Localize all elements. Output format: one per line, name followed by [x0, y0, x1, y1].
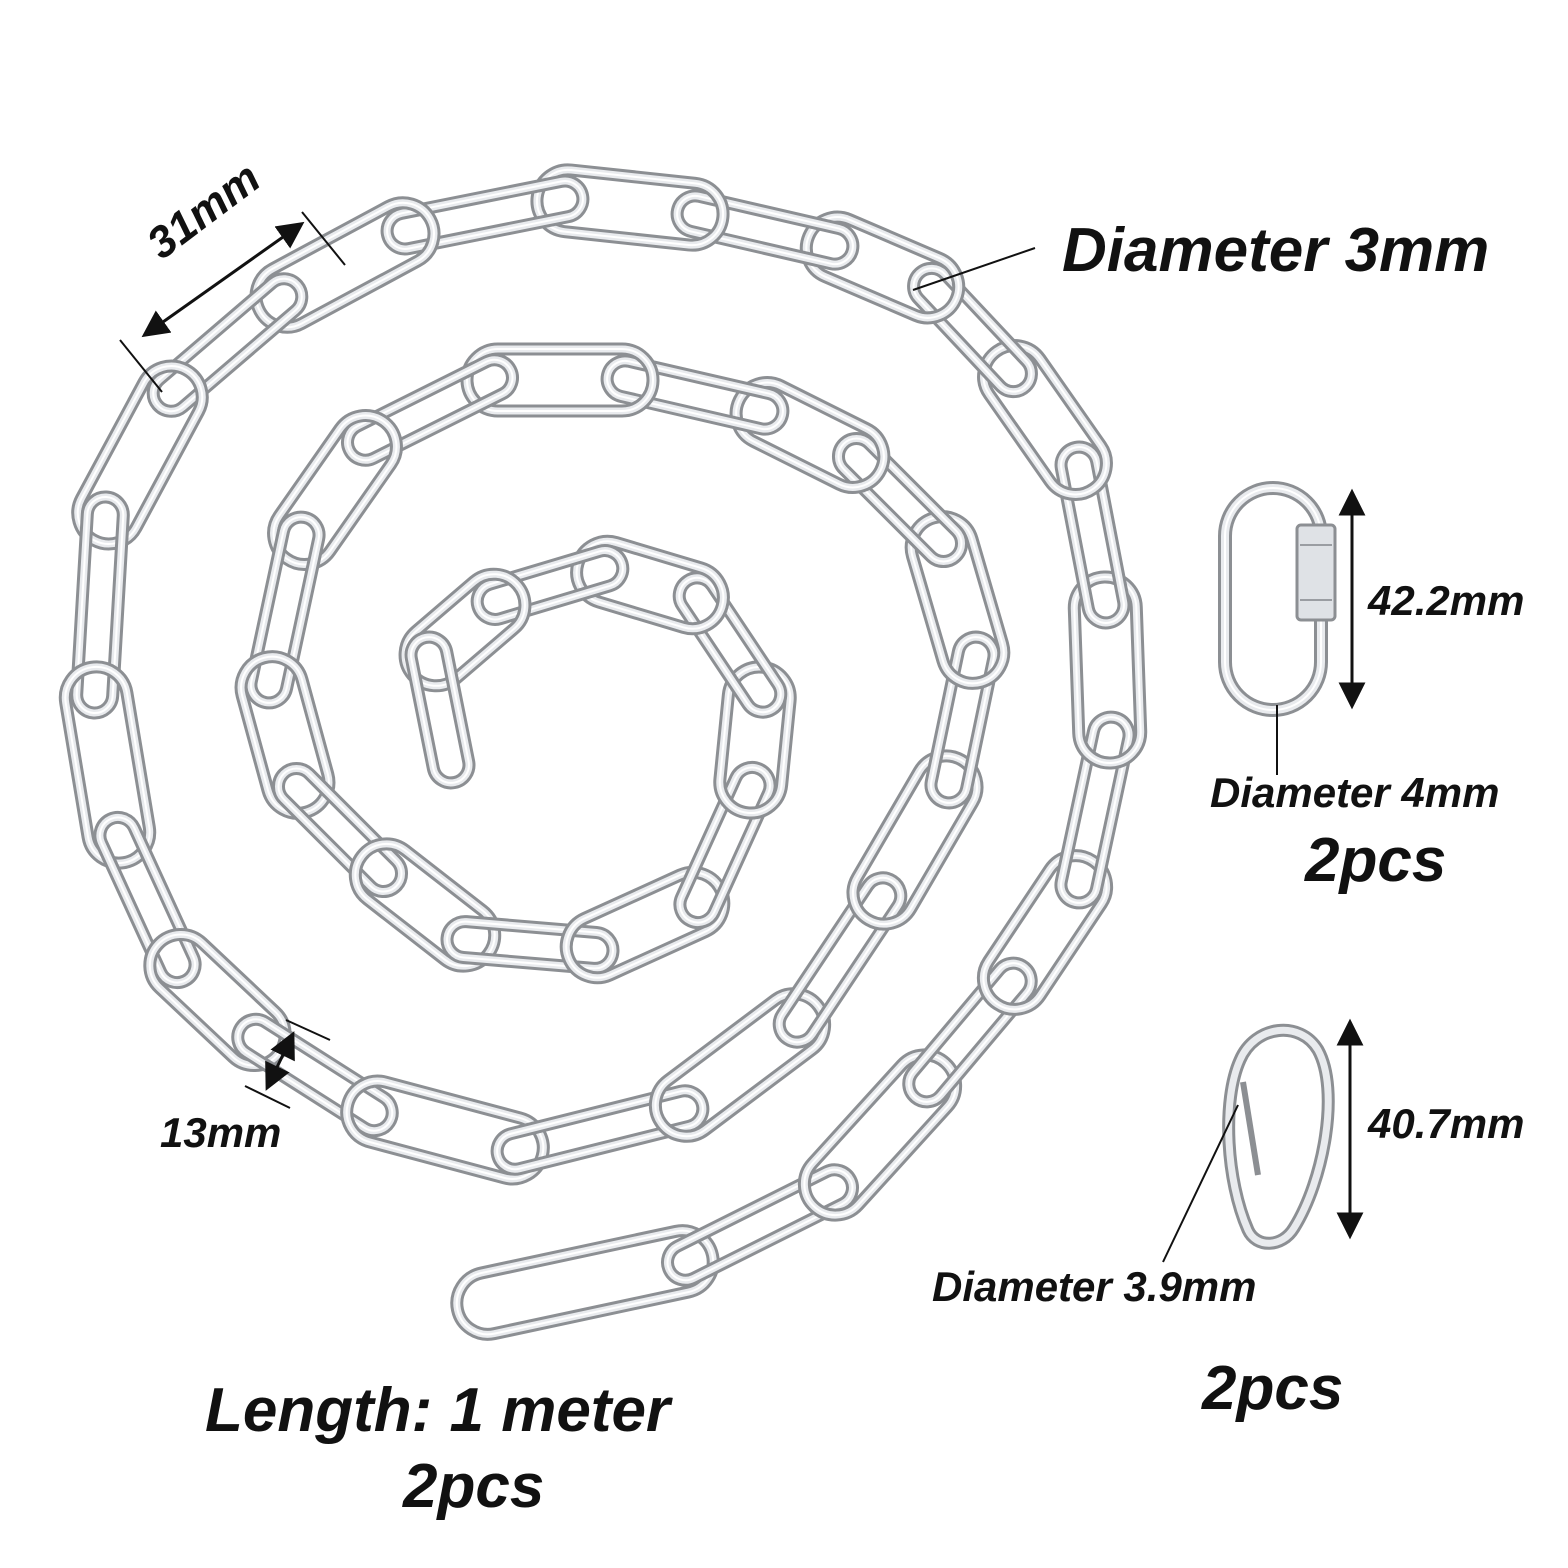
chain-link	[735, 381, 885, 489]
chain-link	[837, 437, 963, 563]
chain-link	[98, 816, 197, 984]
chain-qty-label: 2pcs	[403, 1452, 545, 1521]
chain-link	[274, 764, 406, 896]
chain-link	[666, 1168, 854, 1282]
chain-link	[982, 854, 1108, 1011]
chain-link	[277, 767, 403, 893]
chain-link	[678, 766, 772, 924]
chain-icon	[58, 163, 1148, 1341]
chain-link	[670, 189, 860, 271]
chain-link	[1073, 575, 1142, 765]
chain-link	[803, 1053, 957, 1217]
chain-link	[778, 876, 902, 1044]
chain-link	[149, 275, 306, 415]
quick-link-height-label: 42.2mm	[1368, 577, 1525, 624]
snap-hook-qty-label: 2pcs	[1202, 1354, 1344, 1423]
chain-link	[910, 515, 1005, 685]
chain-link	[775, 874, 905, 1046]
chain-link	[831, 431, 969, 569]
chain-link	[651, 990, 829, 1140]
chain-link	[606, 359, 784, 431]
chain-link	[496, 1089, 704, 1171]
quick-link-diameter-label: Diameter 4mm	[1210, 769, 1500, 816]
quick-link-icon	[1218, 481, 1337, 717]
snap-gate	[1240, 1081, 1261, 1176]
chain-link	[473, 547, 627, 623]
chain-link	[1054, 710, 1136, 910]
chain-link	[240, 655, 330, 815]
chain-link	[797, 1048, 963, 1222]
chain-link	[648, 987, 832, 1143]
chain-link	[271, 761, 409, 899]
chain-link	[852, 754, 978, 926]
chain-link	[404, 630, 476, 790]
chain-link	[455, 1229, 715, 1336]
chain-link	[386, 180, 584, 250]
chain-link	[345, 1080, 545, 1180]
chain-link	[912, 267, 1033, 393]
chain-link	[1060, 446, 1125, 624]
chain-link	[1054, 440, 1131, 630]
chain-link	[75, 496, 125, 714]
chain-link	[982, 344, 1108, 496]
chain-link	[676, 194, 854, 266]
chain-link	[380, 174, 590, 256]
chain-link	[76, 365, 204, 545]
link-width-label: 13mm	[160, 1109, 282, 1156]
chain-link	[272, 414, 398, 566]
chain-link	[346, 358, 514, 462]
chain-link	[664, 1166, 856, 1284]
chain-link	[64, 665, 151, 865]
chain-link	[236, 1018, 394, 1132]
chain-link	[152, 277, 303, 413]
quick-link-qty-label: 2pcs	[1305, 826, 1447, 895]
chain-link	[600, 354, 790, 436]
chain-link	[834, 434, 966, 566]
chain-link	[249, 516, 321, 704]
chain-link	[535, 168, 725, 247]
chain-link	[910, 264, 1035, 396]
chain-length-label: Length: 1 meter	[205, 1376, 671, 1445]
chain-link	[654, 992, 826, 1138]
snap-hook-icon	[1222, 1023, 1335, 1250]
chain-link	[805, 216, 960, 319]
chain-link	[772, 871, 908, 1049]
chain-link	[146, 272, 309, 418]
chain-link	[929, 636, 996, 804]
snap-hook-height-label: 40.7mm	[1368, 1100, 1525, 1147]
chain-link	[1059, 716, 1131, 904]
chain-link	[466, 348, 654, 412]
chain-link	[907, 261, 1038, 399]
chain-link	[902, 956, 1038, 1109]
chain-link	[410, 636, 470, 784]
chain-link	[661, 1163, 859, 1287]
chain-link	[905, 959, 1035, 1106]
screw-sleeve	[1295, 523, 1337, 622]
chain-link	[476, 549, 624, 621]
dimension-arrow-icon	[119, 211, 1366, 1263]
chain-link	[977, 339, 1113, 501]
chain-link	[446, 920, 614, 970]
chain-link	[146, 930, 289, 1070]
snap-hook-diameter-label: Diameter 3.9mm	[932, 1263, 1257, 1310]
chain-link	[678, 576, 782, 714]
chain-link	[907, 962, 1033, 1103]
chain-link	[800, 1051, 960, 1219]
wire-diameter-label: Diameter 3mm	[1062, 216, 1490, 285]
chain-link	[244, 510, 326, 710]
